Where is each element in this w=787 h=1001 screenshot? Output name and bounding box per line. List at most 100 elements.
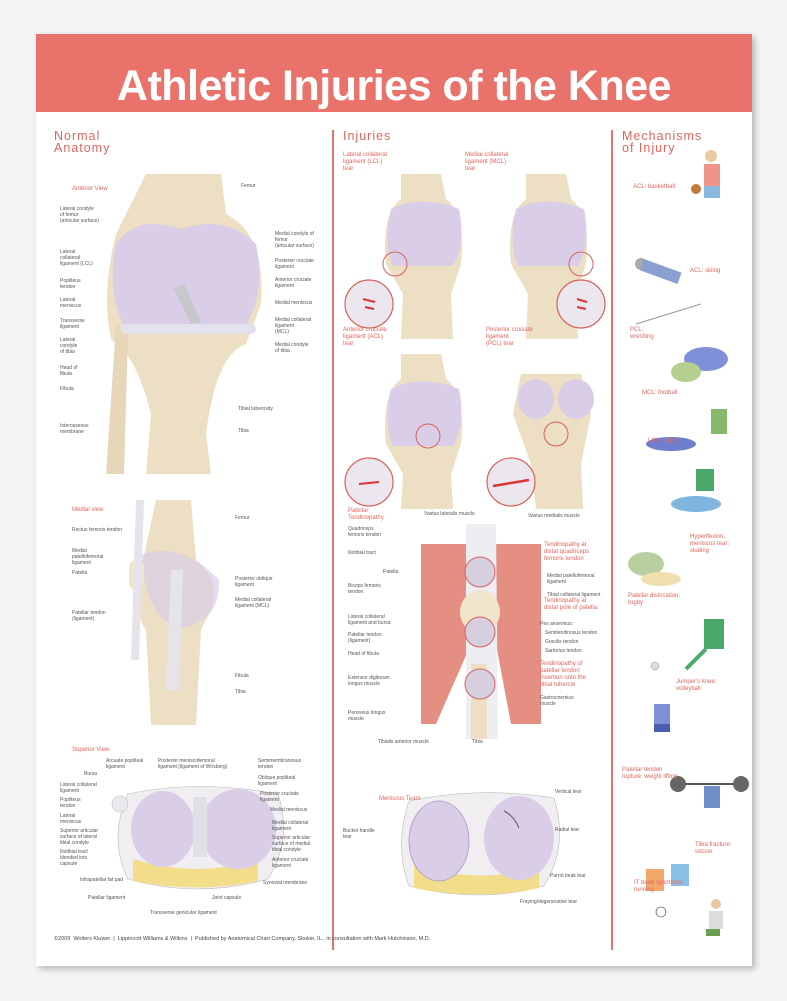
anterior-view-title: Anterior View xyxy=(72,186,108,192)
soccer-players-figure xyxy=(646,864,689,918)
label: Popliteus tendon xyxy=(60,797,81,809)
label: Posterior cruciate ligament xyxy=(275,258,314,270)
label: Tibia xyxy=(238,428,249,434)
label: Tibial tuberosity xyxy=(238,406,273,412)
label: Medial condyle of tibia xyxy=(275,342,309,354)
label: Fibula xyxy=(60,386,74,392)
label: Lateral collateral ligament xyxy=(60,782,97,794)
weightlifter-figure xyxy=(670,776,749,808)
label: Femur xyxy=(235,515,250,521)
label: Gracilis tendon xyxy=(545,639,579,645)
label: Medial collateral ligament xyxy=(272,820,309,832)
label: Lateral meniscus xyxy=(60,297,82,309)
label: Joint capsule xyxy=(212,895,242,901)
label: Transverse genicular ligament xyxy=(150,910,217,916)
label: Vastus lateralis muscle xyxy=(424,511,475,517)
lcl-tear-knee xyxy=(344,174,462,339)
label: Iliotibial tract blended into capsule xyxy=(60,849,88,867)
mechanism-patellar-tendon-rupture: Patellar tendon rupture: weight lifting xyxy=(622,767,678,780)
medial-knee-illustration xyxy=(129,500,220,725)
header-band: Athletic Injuries of the Knee xyxy=(36,34,752,112)
label: Patellar ligament xyxy=(88,895,126,901)
mechanism-lcl-rugby: LCL: rugby xyxy=(648,438,678,444)
label: Lateral collateral ligament (LCL) xyxy=(60,249,93,267)
label: Tibial collateral ligament xyxy=(547,592,601,598)
column-divider xyxy=(611,130,613,950)
volleyball-player-figure xyxy=(654,704,670,732)
label: Patella xyxy=(72,570,88,576)
label: Medial meniscus xyxy=(275,300,313,306)
mechanism-jumpers-knee: Jumper's knee: volleyball xyxy=(676,679,717,692)
meniscus-tears-title: Meniscus Tears xyxy=(379,796,421,802)
label: Popliteus tendon xyxy=(60,278,81,290)
label: Superior articular surface of medial tib… xyxy=(272,835,311,853)
label: Fraying/degenerative tear xyxy=(520,899,577,905)
lcl-tear-label: Lateral collateral ligament (LCL) tear xyxy=(343,152,388,172)
label: Pes anserinus: xyxy=(540,621,574,627)
label: Vertical tear xyxy=(555,789,582,795)
mechanism-mcl-football: MCL: football xyxy=(642,390,678,396)
label: Superior articular surface of lateral ti… xyxy=(60,828,99,846)
mechanism-acl-basketball: ACL: basketball xyxy=(633,184,676,190)
callout-distal-patella-tendinopathy: Tendinopathy at distal pole of patella xyxy=(544,598,598,611)
pcl-tear-knee xyxy=(486,374,594,509)
label: Medial collateral ligament (MCL) xyxy=(235,597,272,609)
label: Bursa xyxy=(84,771,98,777)
label: Fibula xyxy=(235,673,249,679)
label: Medial condyle of femur (articular surfa… xyxy=(275,231,314,249)
section-injuries: Injuries xyxy=(343,129,392,143)
label: Tibialis anterior muscle xyxy=(378,739,429,745)
superior-view-title: Superior View xyxy=(72,747,110,753)
label: Peroneus longus muscle xyxy=(348,710,386,722)
skier-figure xyxy=(635,258,702,325)
label: Parrot beak tear xyxy=(550,873,586,879)
label: Patellar tendon (ligament) xyxy=(348,632,382,644)
section-mechanisms: Mechanisms of Injury xyxy=(622,129,703,155)
mechanism-patellar-dislocation: Patellar dislocation: rugby xyxy=(628,593,681,606)
label: Semimembranosus tendon xyxy=(258,758,302,770)
tendinopathy-title: Patellar Tendinopathy xyxy=(348,508,384,521)
poster-title: Athletic Injuries of the Knee xyxy=(116,62,672,110)
label: Biceps femoris tendon xyxy=(348,583,381,595)
label: Head of fibula xyxy=(348,651,379,657)
ligament-tear-illustrations xyxy=(344,174,606,509)
label: Gastrocnemius muscle xyxy=(540,695,574,707)
label: Vastus medialis muscle xyxy=(528,513,580,519)
runner-figure xyxy=(706,899,723,936)
rugby-players-figure xyxy=(671,469,721,512)
label: Quadriceps femoris tendon xyxy=(348,526,382,538)
label: Extensor digitorum longus muscle xyxy=(348,675,390,687)
mechanism-it-band: IT band syndrome: running xyxy=(634,880,684,893)
label: Patellar tendon (ligament) xyxy=(72,610,106,622)
poster: Athletic Injuries of the Knee Normal Ana… xyxy=(36,34,752,966)
medial-view-title: Medial view xyxy=(72,507,104,513)
label: Sartorius tendon xyxy=(545,648,582,654)
mcl-tear-label: Medial collateral ligament (MCL) tear xyxy=(465,152,509,172)
mechanism-pcl-wrestling: PCL: wrestling xyxy=(630,327,654,340)
label: Transverse ligament xyxy=(60,318,85,330)
acl-tear-knee xyxy=(344,354,462,509)
label: Tibia xyxy=(235,689,246,695)
footer-credits: ©2009 Wolters Kluwer | Lippincott Willia… xyxy=(54,936,431,942)
meniscus-tears-illustration xyxy=(401,792,560,896)
label: Femur xyxy=(241,183,256,189)
mechanism-hyperflexion-skating: Hyperflexion, meniscus tear: skating xyxy=(690,534,730,554)
callout-tibial-tubercle-tendinopathy: Tendinopathy of patellar tendon insertio… xyxy=(540,661,587,688)
label: Medial collateral ligament (MCL) xyxy=(275,317,312,335)
label: Tibia xyxy=(472,739,483,745)
label: Arcuate popliteal ligament xyxy=(106,758,144,770)
label: Lateral meniscus xyxy=(60,813,82,825)
rugby-dislocation-figure xyxy=(650,619,724,671)
label: Oblique popliteal ligament xyxy=(258,775,296,787)
label: Synovial membrane xyxy=(263,880,308,886)
label: Infrapatellar fat pad xyxy=(80,877,124,883)
label: Bucket handle tear xyxy=(343,828,375,840)
wrestlers-figure xyxy=(671,347,728,382)
label: Iliotibial tract xyxy=(348,550,376,556)
label: Semitendinosus tendon xyxy=(545,630,598,636)
label: Rectus femoris tendon xyxy=(72,527,123,533)
basketball-player-figure xyxy=(691,150,720,198)
label: Anterior cruciate ligament xyxy=(272,857,309,869)
label: Lateral condyle of femur (articular surf… xyxy=(60,206,99,224)
label: Lateral collateral ligament and bursa xyxy=(348,614,391,626)
